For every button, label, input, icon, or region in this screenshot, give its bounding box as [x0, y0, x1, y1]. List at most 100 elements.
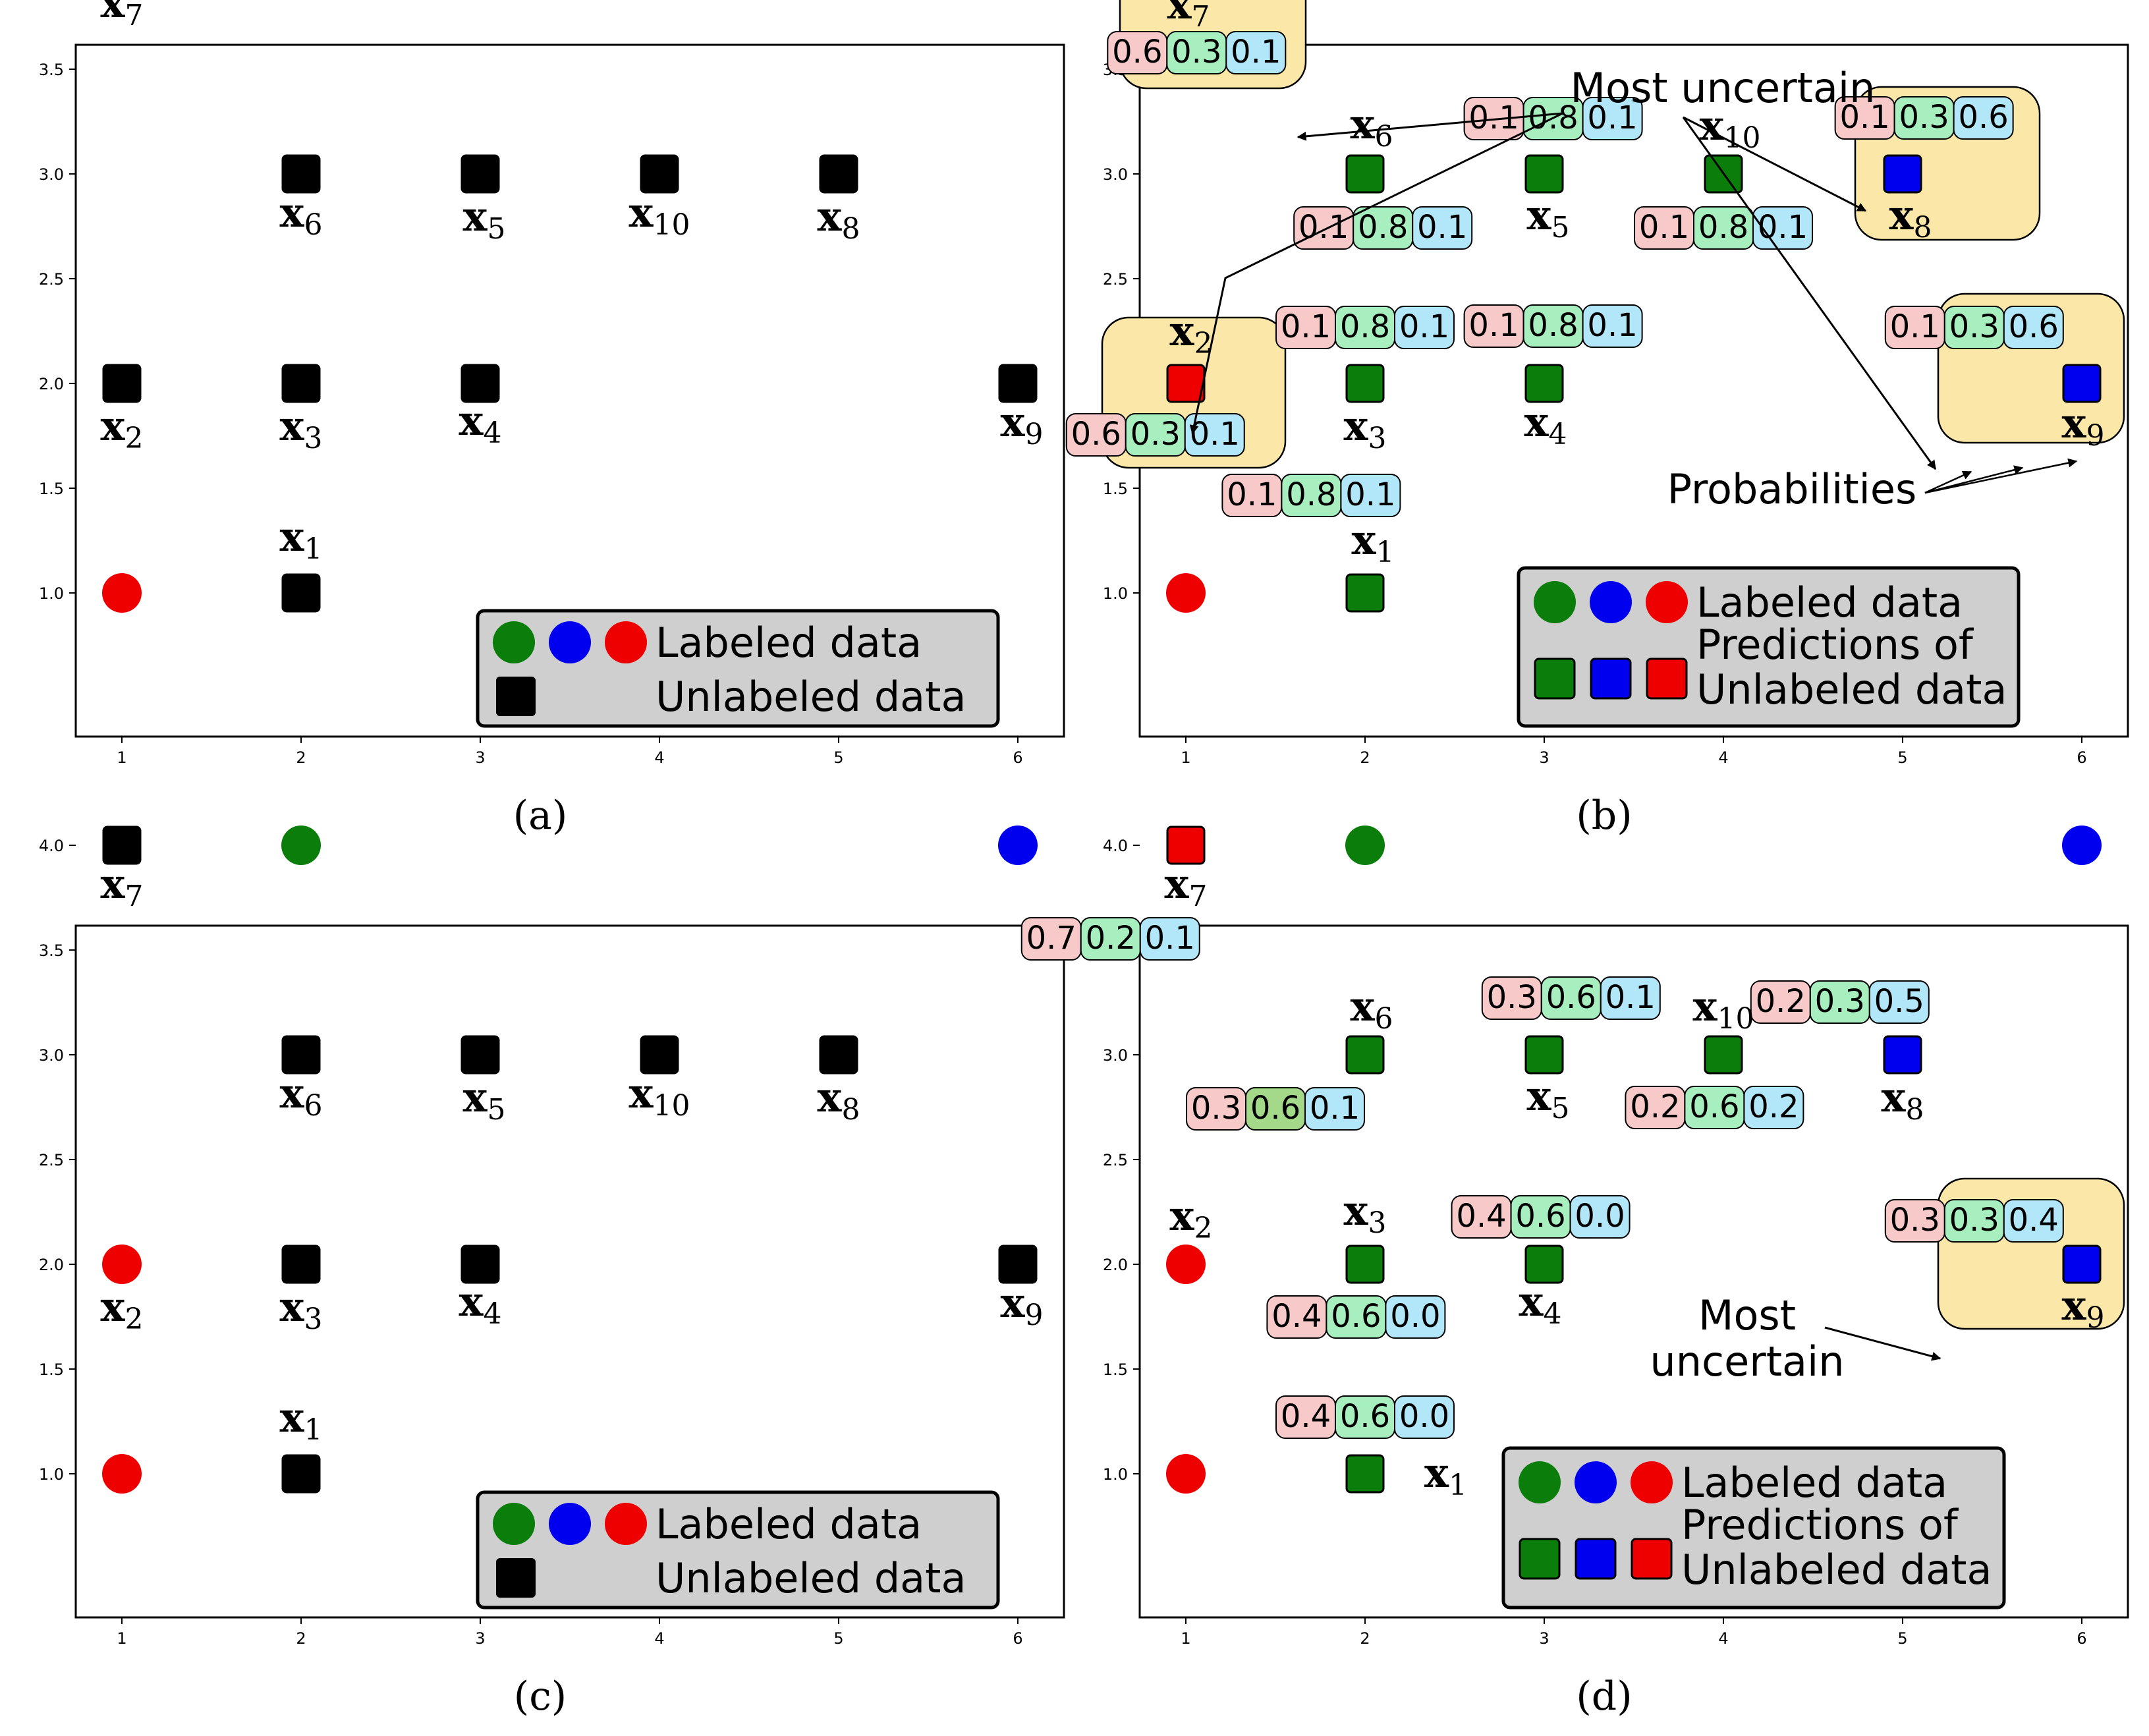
legend-label-unlabeled: Unlabeled data [1696, 665, 2007, 714]
point-label-x9: x9 [1001, 1279, 1044, 1332]
legend-square-blue [1575, 1538, 1617, 1580]
y-tick-label: 1.5 [1103, 1360, 1128, 1379]
unlabeled-point-x2 [1166, 364, 1206, 403]
legend-circle-green [493, 621, 535, 663]
probability-cell [1569, 1195, 1631, 1239]
unlabeled-point-x8 [1883, 1035, 1922, 1075]
probability-value: 0.6 [1958, 99, 2008, 136]
probability-value: 0.1 [1231, 34, 1281, 70]
arrow-to-x9 [1824, 1326, 1941, 1361]
labeled-point-red [102, 1245, 142, 1284]
y-tick-label: 2.5 [39, 270, 64, 289]
probability-value: 0.0 [1390, 1298, 1440, 1335]
annotation-most-uncertain: Most uncertain [1571, 64, 1876, 112]
probability-value: 0.1 [1587, 99, 1637, 136]
probability-value: 0.1 [1839, 99, 1889, 136]
x-tick-label: 3 [475, 1629, 485, 1648]
point-label-x4: x4 [459, 397, 502, 450]
unlabeled-point-x8 [819, 1035, 858, 1075]
legend-label-unlabeled: Unlabeled data [656, 1554, 966, 1602]
probability-value: 0.4 [2009, 1202, 2059, 1239]
probability-value: 0.4 [1456, 1198, 1506, 1235]
point-label-x10: x10 [629, 188, 690, 242]
probability-value: 0.6 [1515, 1198, 1565, 1235]
y-tick-label: 1.5 [1103, 480, 1128, 498]
arrow-to-probabilities [1924, 470, 1972, 494]
probability-value: 0.3 [1487, 979, 1537, 1016]
x-tick-label: 1 [117, 1629, 126, 1648]
subcaption-d: (d) [1576, 1673, 1632, 1720]
y-tick-label: 3.0 [1103, 165, 1128, 184]
probability-value: 0.6 [1331, 1298, 1381, 1335]
labeled-point-red [102, 1454, 142, 1494]
point-label-x5: x5 [463, 192, 506, 246]
probability-value: 0.1 [1890, 308, 1940, 345]
y-tick-label: 2.0 [1103, 1256, 1128, 1274]
x-tick-label: 3 [1539, 748, 1549, 767]
legend-label-labeled: Labeled data [656, 619, 922, 667]
probability-value: 0.6 [1112, 34, 1162, 70]
probability-value: 0.1 [1145, 920, 1195, 957]
point-label-x10: x10 [1693, 982, 1754, 1036]
y-tick-label: 3.0 [39, 1046, 64, 1065]
unlabeled-point-x9 [2062, 364, 2102, 403]
arrow-to-probabilities [1924, 458, 2078, 494]
unlabeled-point-x8 [819, 154, 858, 194]
x-tick-label: 6 [2077, 748, 2086, 767]
y-tick-label: 2.0 [39, 1256, 64, 1274]
probability-value: 0.1 [1190, 416, 1240, 453]
x-tick-label: 5 [833, 1629, 843, 1648]
point-label-x3: x3 [1344, 1187, 1387, 1240]
legend-square-red [1646, 658, 1688, 700]
annotation-most-uncertain: Most [1698, 1291, 1796, 1339]
legend-square-blue [1590, 658, 1632, 700]
y-tick-label: 1.5 [39, 1360, 64, 1379]
labeled-point-green [281, 826, 321, 865]
unlabeled-point-x5 [460, 1035, 500, 1075]
point-label-x7: x7 [101, 0, 144, 32]
probability-cell [1394, 1395, 1455, 1439]
y-tick-label: 3.0 [1103, 1046, 1128, 1065]
legend-label-unlabeled: Unlabeled data [656, 673, 966, 721]
x-tick-label: 1 [1181, 1629, 1190, 1648]
x-tick-label: 2 [1360, 1629, 1370, 1648]
unlabeled-point-x4 [1524, 364, 1564, 403]
probability-value: 0.0 [1399, 1398, 1449, 1435]
unlabeled-point-x4 [460, 364, 500, 403]
probability-value: 0.7 [1026, 920, 1076, 957]
point-label-x3: x3 [1344, 402, 1387, 455]
labeled-point-red [1166, 573, 1206, 613]
labeled-point-blue [998, 826, 1038, 865]
unlabeled-point-x10 [1704, 1035, 1743, 1075]
annotation-probabilities: Probabilities [1667, 465, 1917, 513]
legend-circle-red [1631, 1461, 1673, 1503]
probability-value: 0.3 [1949, 308, 1999, 345]
unlabeled-point-x4 [1524, 1245, 1564, 1284]
point-label-x8: x8 [1882, 1073, 1924, 1127]
arrow-to-x2 [1189, 112, 1563, 435]
panel-a: 1234561.01.52.02.53.03.54.0x1x2x3x4x5x6x… [39, 0, 1065, 839]
y-tick-label: 4.0 [39, 837, 64, 855]
y-tick-label: 2.0 [39, 375, 64, 393]
probability-cell [1953, 96, 2014, 140]
point-label-x8: x8 [1889, 191, 1932, 244]
x-tick-label: 6 [1013, 748, 1022, 767]
legend-circle-blue [1575, 1461, 1617, 1503]
legend-box [1517, 566, 2021, 728]
probability-value: 0.3 [1949, 1202, 1999, 1239]
subcaption-c: (c) [514, 1673, 567, 1720]
legend-label-unlabeled: Unlabeled data [1681, 1546, 1992, 1594]
legend-label-labeled: Labeled data [656, 1500, 922, 1548]
unlabeled-point-x5 [1524, 154, 1564, 194]
probability-value: 0.1 [1417, 209, 1467, 246]
probability-value: 0.2 [1748, 1088, 1799, 1125]
probability-value: 0.8 [1698, 209, 1748, 246]
unlabeled-point-x4 [460, 1245, 500, 1284]
unlabeled-point-x10 [640, 1035, 679, 1075]
probability-value: 0.3 [1899, 99, 1949, 136]
